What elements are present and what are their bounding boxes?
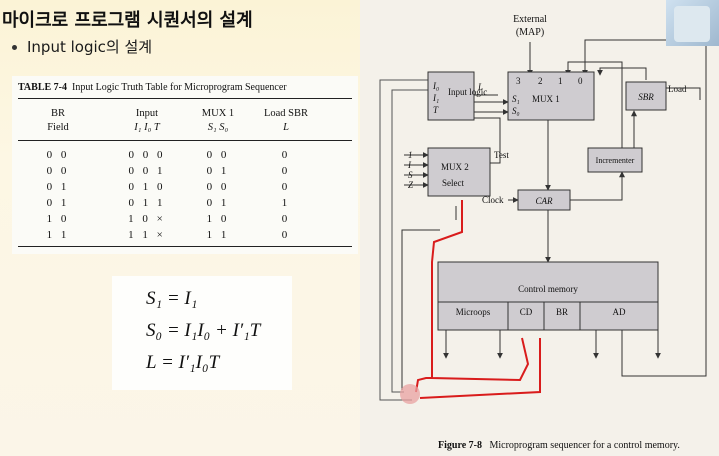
mux2-label: MUX 2 — [441, 162, 469, 172]
input-logic-label: Input logic — [448, 87, 487, 97]
cell-mux: 1 1 — [206, 229, 230, 241]
mux2-input-s: S — [408, 170, 413, 180]
equation-l: L = I′₁I₀T — [146, 352, 220, 373]
bullet-item: Input logic의 설계 — [12, 36, 152, 57]
car-block — [517, 189, 571, 211]
mux2-input-i: I — [407, 160, 412, 170]
incrementer-label: Incrementer — [596, 156, 635, 165]
mux1-in-2: 2 — [538, 76, 543, 86]
header-input-bottom: I₁ I₀ T — [134, 122, 160, 133]
select-label: Select — [442, 178, 464, 188]
cell-input: 0 1 1 — [128, 197, 166, 209]
cell-br: 1 1 — [46, 229, 70, 241]
bullet-dot — [12, 45, 17, 50]
header-mux-bottom: S₁ S₀ — [207, 122, 229, 133]
field-microops: Microops — [456, 307, 491, 317]
il-input-t: T — [433, 105, 439, 115]
incrementer-block — [587, 147, 643, 173]
slide-left-panel: 마이크로 프로그램 시퀀서의 설계 Input logic의 설계 TABLE … — [0, 0, 360, 456]
cell-mux: 0 1 — [206, 197, 230, 209]
table-top-rule — [18, 98, 352, 99]
cell-br: 0 1 — [46, 181, 70, 193]
mux1-s0-label: S₀ — [512, 106, 520, 116]
figure-caption-number: Figure 7-8 — [438, 440, 482, 451]
field-ad: AD — [613, 307, 626, 317]
cell-input: 0 0 1 — [128, 165, 166, 177]
header-load-top: Load SBR — [263, 108, 309, 119]
header-br-top: BR — [50, 108, 65, 119]
cell-input: 0 0 0 — [128, 149, 166, 161]
figure-caption: Figure 7-8 Microprogram sequencer for a … — [438, 440, 680, 451]
slide-title: 마이크로 프로그램 시퀀서의 설계 — [2, 10, 253, 31]
truth-table: TABLE 7-4 Input Logic Truth Table for Mi… — [12, 76, 358, 254]
cell-load: 0 — [281, 181, 291, 193]
mux2-input-z: Z — [408, 180, 414, 190]
cell-load: 0 — [281, 165, 291, 177]
cell-mux: 1 0 — [206, 213, 230, 225]
mux1-block — [507, 71, 595, 121]
mux1-in-3: 3 — [516, 76, 521, 86]
cell-mux: 0 1 — [206, 165, 230, 177]
mux2-input-1: 1 — [408, 150, 413, 160]
mux1-s1-label: S₁ — [512, 94, 520, 104]
clock-label: Clock — [482, 195, 504, 205]
car-label: CAR — [536, 196, 554, 206]
test-label: Test — [494, 150, 509, 160]
table-bottom-rule — [18, 246, 352, 247]
load-label: Load — [668, 84, 687, 94]
equation-s0: S₀ = I₁I₀ + I′₁T — [146, 320, 261, 341]
input-logic-block — [427, 71, 475, 121]
il-input-i0: I₀ — [432, 81, 439, 91]
webcam-thumbnail — [666, 0, 719, 46]
cell-br: 1 0 — [46, 213, 70, 225]
cell-load: 1 — [281, 197, 291, 209]
cell-input: 1 0 × — [128, 213, 166, 225]
table-caption-number: TABLE 7-4 — [18, 82, 67, 93]
cell-mux: 0 0 — [206, 181, 230, 193]
sbr-block — [625, 81, 667, 111]
red-highlight-dot — [400, 384, 420, 404]
table-caption-text: Input Logic Truth Table for Microprogram… — [72, 82, 287, 93]
il-input-i1: I₁ — [432, 93, 439, 103]
control-memory-dividers — [438, 301, 658, 330]
cell-load: 0 — [281, 149, 291, 161]
sbr-label: SBR — [638, 92, 654, 102]
equation-s1: S₁ = I₁ — [146, 288, 198, 309]
mux1-in-0: 0 — [578, 76, 583, 86]
cell-br: 0 0 — [46, 165, 70, 177]
cell-br: 0 0 — [46, 149, 70, 161]
cell-br: 0 1 — [46, 197, 70, 209]
map-label: (MAP) — [516, 27, 544, 38]
control-memory-block — [437, 261, 659, 331]
bullet-text: Input logic의 설계 — [27, 38, 153, 56]
mux2-block — [427, 147, 491, 197]
table-header-rule — [18, 140, 352, 141]
external-label: External — [513, 14, 547, 25]
cell-mux: 0 0 — [206, 149, 230, 161]
cell-load: 0 — [281, 229, 291, 241]
header-input-top: Input — [135, 108, 159, 119]
figure-caption-text: Microprogram sequencer for a control mem… — [489, 440, 680, 451]
header-br-bottom: Field — [47, 122, 69, 133]
cell-load: 0 — [281, 213, 291, 225]
red-annotation — [415, 200, 541, 399]
cell-input: 1 1 × — [128, 229, 166, 241]
webcam-image — [674, 6, 710, 42]
mux1-in-1: 1 — [558, 76, 563, 86]
field-cd: CD — [520, 307, 533, 317]
field-br: BR — [556, 307, 568, 317]
equations-box: S₁ = I₁ S₀ = I₁I₀ + I′₁T L = I′₁I₀T — [112, 276, 292, 390]
mux1-label: MUX 1 — [532, 94, 560, 104]
header-load-bottom: L — [283, 122, 289, 133]
table-caption: TABLE 7-4 Input Logic Truth Table for Mi… — [18, 82, 287, 93]
header-mux-top: MUX 1 — [201, 108, 235, 119]
l-output-label: L — [477, 82, 483, 92]
control-memory-label: Control memory — [518, 284, 578, 294]
cell-input: 0 1 0 — [128, 181, 166, 193]
